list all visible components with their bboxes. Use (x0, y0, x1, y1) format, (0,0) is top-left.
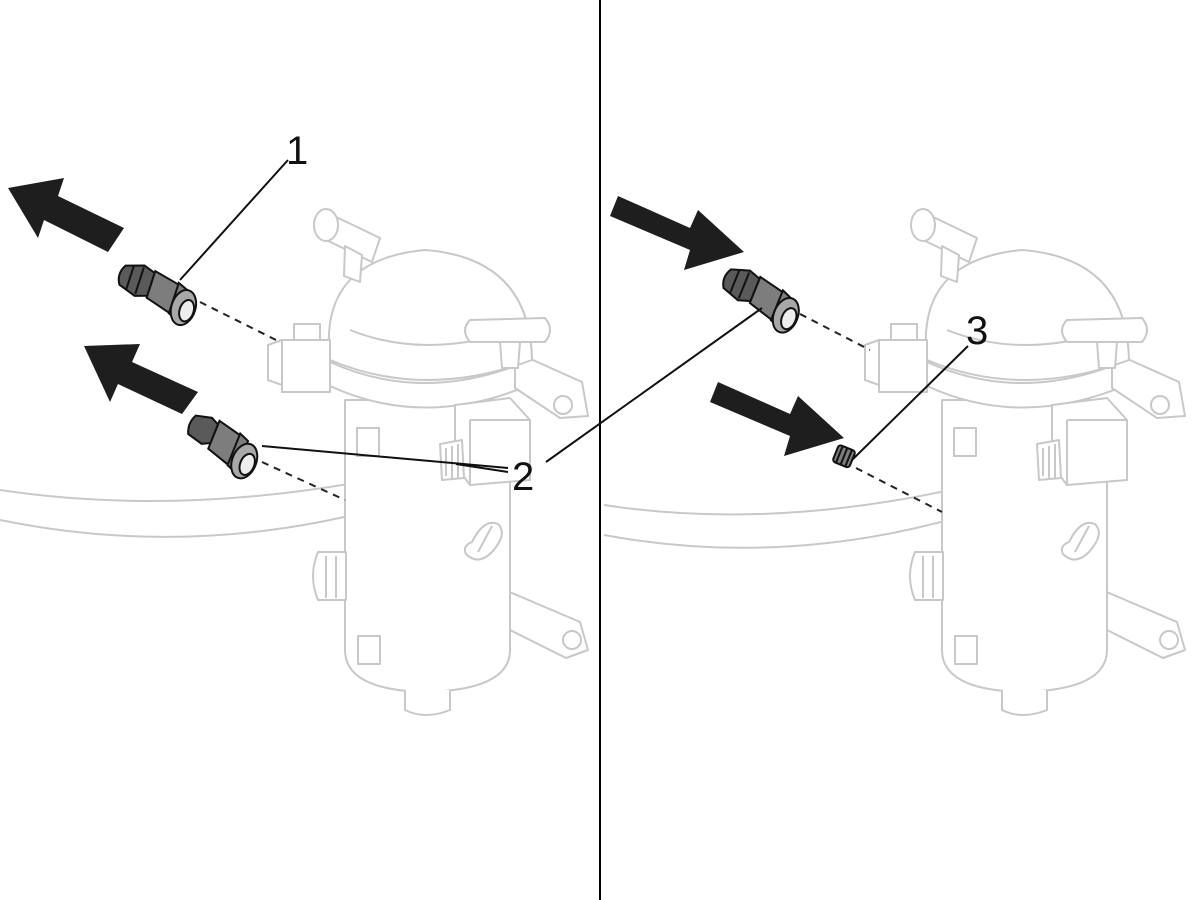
leader-1 (179, 159, 289, 281)
fitting-lower-left (187, 414, 259, 480)
threaded-plug (832, 444, 856, 469)
alignment-line-upper-left (199, 301, 277, 341)
filter-housing-ghost-right (864, 208, 1186, 716)
leader-2-right (545, 307, 763, 463)
install-arrow-lower (710, 382, 844, 456)
leader-3 (851, 345, 969, 461)
install-arrow-upper (610, 196, 744, 270)
filter-housing-ghost-left (267, 208, 589, 716)
fitting-upper-right (712, 261, 809, 338)
alignment-line-upper-right (799, 313, 871, 351)
leader-2-left-b (455, 463, 509, 473)
callout-3: 3 (966, 309, 988, 353)
left-panel (0, 159, 589, 716)
alignment-line-lower-right (855, 467, 943, 513)
right-panel (545, 196, 1186, 716)
removal-arrow-lower (84, 344, 198, 414)
callout-1: 1 (286, 129, 308, 173)
leader-2-left-a (261, 445, 509, 469)
callout-2: 2 (512, 455, 534, 499)
removal-arrow-upper (8, 178, 124, 252)
alignment-line-lower-left (261, 461, 346, 501)
